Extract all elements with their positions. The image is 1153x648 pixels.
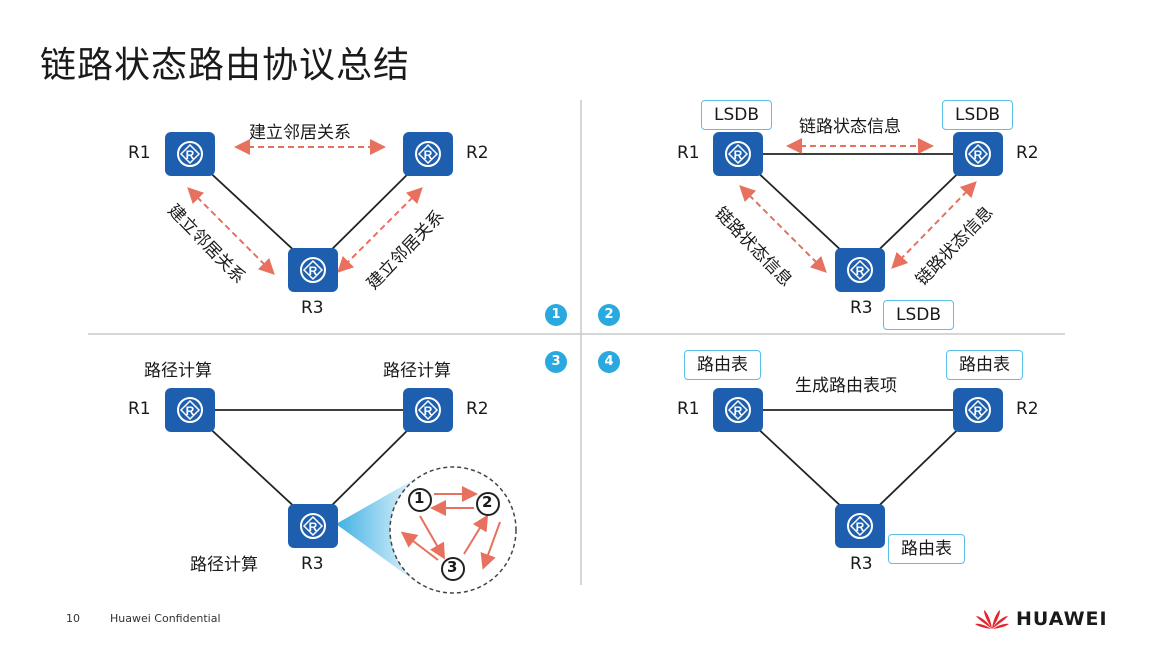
step-badge-2: 2	[598, 304, 620, 326]
svg-text:R: R	[309, 264, 318, 278]
q4-gen-entries-label: 生成路由表项	[795, 376, 897, 396]
router-icon: R	[403, 388, 453, 432]
router-label-r2: R2	[1016, 399, 1039, 419]
router-icon: R	[165, 132, 215, 176]
router-icon: R	[835, 504, 885, 548]
router-label-r2: R2	[1016, 143, 1039, 163]
huawei-flower-icon	[975, 610, 1009, 629]
router-label-r2: R2	[466, 399, 489, 419]
spf-node-3: 3	[447, 558, 458, 576]
router-label-r1: R1	[128, 399, 151, 419]
confidential-label: Huawei Confidential	[110, 612, 221, 625]
svg-text:R: R	[974, 148, 983, 162]
page-title: 链路状态路由协议总结	[40, 45, 411, 86]
router-icon: R	[288, 504, 338, 548]
router-label-r1: R1	[677, 143, 700, 163]
routing-table-box-r2: 路由表	[946, 350, 1023, 380]
router-label-r3: R3	[850, 554, 873, 574]
step-badge-3: 3	[545, 351, 567, 373]
page-number: 10	[66, 612, 80, 625]
lsdb-box-r3: LSDB	[883, 300, 955, 330]
router-icon: R	[835, 248, 885, 292]
routing-table-box-r3: 路由表	[888, 534, 965, 564]
router-icon: R	[165, 388, 215, 432]
router-label-r3: R3	[301, 298, 324, 318]
lsdb-box-r1: LSDB	[701, 100, 773, 130]
spf-node-1: 1	[414, 489, 425, 507]
router-label-r1: R1	[128, 143, 151, 163]
brand-name: HUAWEI	[1016, 608, 1108, 630]
svg-text:R: R	[424, 148, 433, 162]
q3-path-calc-r3: 路径计算	[190, 555, 258, 575]
q3-path-calc-r2: 路径计算	[383, 361, 451, 381]
router-label-r3: R3	[301, 554, 324, 574]
router-label-r3: R3	[850, 298, 873, 318]
router-icon: R	[953, 388, 1003, 432]
svg-text:R: R	[734, 404, 743, 418]
svg-text:R: R	[186, 404, 195, 418]
svg-text:R: R	[424, 404, 433, 418]
svg-text:R: R	[856, 520, 865, 534]
router-icon: R	[953, 132, 1003, 176]
q3-path-calc-r1: 路径计算	[144, 361, 212, 381]
router-icon: R	[713, 388, 763, 432]
router-icon: R	[288, 248, 338, 292]
huawei-logo: HUAWEI	[974, 600, 1114, 636]
svg-text:R: R	[856, 264, 865, 278]
routing-table-box-r1: 路由表	[684, 350, 761, 380]
step-badge-4: 4	[598, 351, 620, 373]
svg-text:R: R	[309, 520, 318, 534]
router-label-r2: R2	[466, 143, 489, 163]
q1-neighbor-label-top: 建立邻居关系	[249, 123, 351, 143]
svg-text:R: R	[186, 148, 195, 162]
router-icon: R	[403, 132, 453, 176]
lsdb-box-r2: LSDB	[942, 100, 1014, 130]
q1-arrow-r2-r3	[337, 187, 423, 273]
spf-node-2: 2	[482, 493, 493, 511]
q2-arrow-r2-r3	[891, 181, 977, 269]
step-badge-1: 1	[545, 304, 567, 326]
router-label-r1: R1	[677, 399, 700, 419]
svg-text:R: R	[734, 148, 743, 162]
q2-ls-info-top: 链路状态信息	[799, 117, 901, 137]
router-icon: R	[713, 132, 763, 176]
svg-text:R: R	[974, 404, 983, 418]
